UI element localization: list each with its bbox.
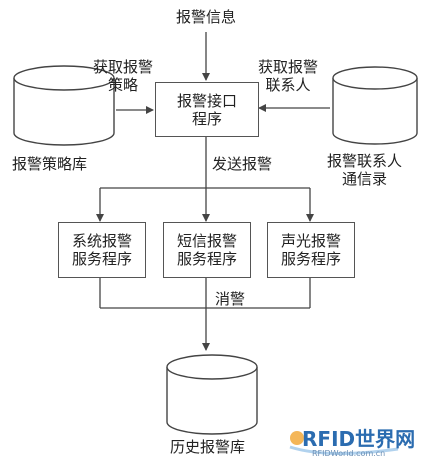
history-database-cylinder — [166, 354, 258, 435]
sound-light-alarm-service-box: 声光报警 服务程序 — [267, 222, 355, 278]
sms-alarm-service-box: 短信报警 服务程序 — [163, 222, 251, 278]
send-alarm-label: 发送报警 — [212, 155, 273, 173]
policy-database-cylinder — [13, 65, 115, 146]
clear-alarm-label: 消警 — [215, 290, 246, 308]
alarm-info-label: 报警信息 — [176, 8, 237, 26]
alarm-interface-program-label: 报警接口 程序 — [176, 91, 237, 128]
system-alarm-service-label: 系统报警 服务程序 — [71, 232, 132, 268]
sound-light-alarm-service-label: 声光报警 服务程序 — [280, 232, 341, 268]
contact-database-cylinder — [332, 66, 418, 145]
watermark-graphic — [289, 431, 399, 456]
watermark-brand: RFID世界网 — [302, 427, 416, 451]
get-contact-label: 获取报警 联系人 — [258, 58, 319, 94]
policy-database-label: 报警策略库 — [12, 155, 88, 173]
history-database-label: 历史报警库 — [170, 438, 246, 456]
sms-alarm-service-label: 短信报警 服务程序 — [176, 232, 237, 268]
watermark-site: RFIDWorld.com.cn — [312, 449, 386, 458]
rfid-world-watermark-logo: RFID世界网 RFIDWorld.com.cn — [288, 419, 428, 461]
alarm-interface-program-box: 报警接口 程序 — [155, 82, 259, 137]
system-alarm-service-box: 系统报警 服务程序 — [58, 222, 146, 278]
contact-database-label: 报警联系人 通信录 — [327, 152, 403, 188]
get-policy-label: 获取报警 策略 — [93, 58, 154, 94]
